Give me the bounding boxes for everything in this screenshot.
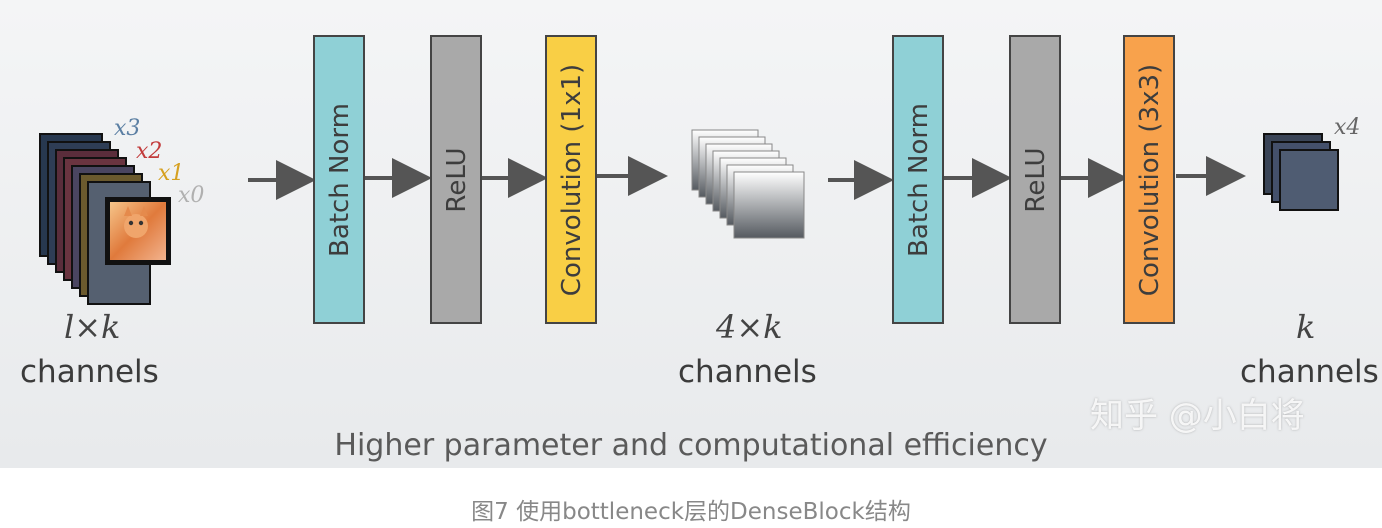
output-feature-maps xyxy=(1263,133,1339,211)
middle-channels-label: channels xyxy=(678,354,817,390)
diagram-footer: Higher parameter and computational effic… xyxy=(334,428,1048,463)
block-label: ReLU xyxy=(1021,147,1051,212)
feature-label-x1: x1 xyxy=(158,161,184,186)
block-convolution-1x1: Convolution (1x1) xyxy=(545,35,597,324)
watermark: 知乎 @小白将 xyxy=(1090,396,1305,436)
block-batch-norm-1: Batch Norm xyxy=(313,35,365,324)
output-channels-label: channels xyxy=(1240,354,1379,390)
block-convolution-3x3: Convolution (3x3) xyxy=(1123,35,1175,324)
feature-label-x4: x4 xyxy=(1334,115,1360,140)
input-image-thumbnail xyxy=(105,197,171,265)
block-relu-2: ReLU xyxy=(1009,35,1061,324)
densenet-bottleneck-diagram: x3 x2 x1 x0 Batch Norm ReLU Convolution … xyxy=(39,35,1360,324)
input-channels-math: l×k xyxy=(64,308,121,346)
input-channels-label: channels xyxy=(20,354,159,390)
output-channels-math: k xyxy=(1296,308,1316,346)
feature-label-x0: x0 xyxy=(178,183,204,208)
block-label: ReLU xyxy=(442,147,472,212)
block-label: Convolution (3x3) xyxy=(1135,64,1165,296)
block-label: Batch Norm xyxy=(325,103,355,257)
block-batch-norm-2: Batch Norm xyxy=(892,35,944,324)
middle-feature-maps xyxy=(691,129,805,239)
flow-arrows xyxy=(248,156,1246,200)
feature-label-x2: x2 xyxy=(136,139,162,164)
block-label: Batch Norm xyxy=(904,103,934,257)
block-relu-1: ReLU xyxy=(430,35,482,324)
feature-label-x3: x3 xyxy=(114,116,140,141)
block-label: Convolution (1x1) xyxy=(557,64,587,296)
middle-channels-math: 4×k xyxy=(716,308,783,346)
figure-caption: 图7 使用bottleneck层的DenseBlock结构 xyxy=(471,499,911,525)
diagram-panel: x3 x2 x1 x0 Batch Norm ReLU Convolution … xyxy=(0,0,1382,468)
